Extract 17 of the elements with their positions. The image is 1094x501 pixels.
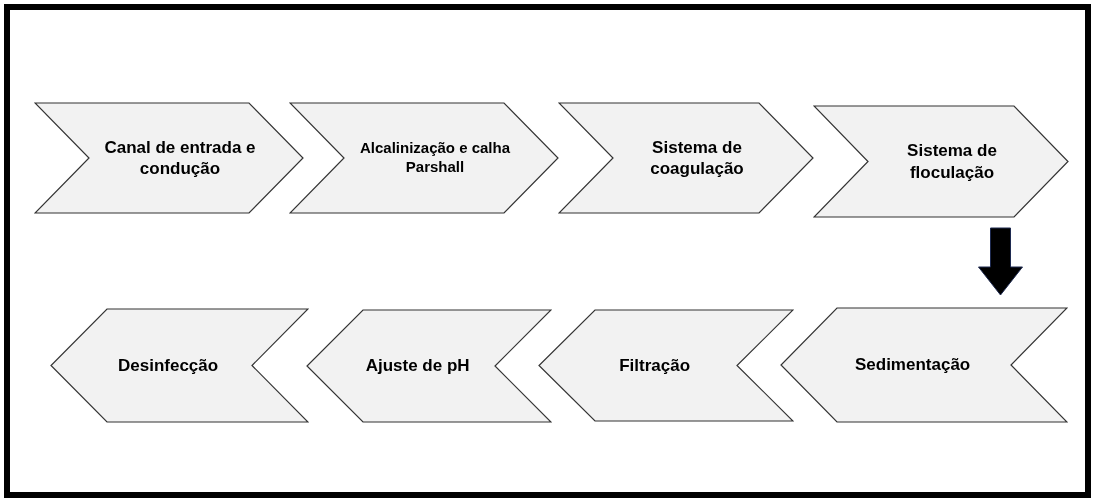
- step-label: Ajuste de pH: [365, 355, 470, 377]
- arrow: [978, 227, 1023, 296]
- chevron-step: [34, 102, 304, 214]
- chevron-step: [780, 307, 1068, 423]
- chevron-step: [306, 309, 552, 423]
- chevron-step: [538, 309, 794, 422]
- step-label: Alcalinização e calha Parshall: [358, 139, 512, 177]
- step-label: Filtração: [619, 354, 690, 377]
- chevron-step: [558, 102, 814, 214]
- chevron-step: [289, 102, 559, 214]
- step-label: Sedimentação: [854, 354, 971, 376]
- chevron-step: [813, 105, 1069, 218]
- chevron-step: [50, 308, 309, 423]
- step-label: Desinfecção: [118, 354, 219, 377]
- step-label: Sistema de coagulação: [649, 136, 745, 180]
- step-label: Sistema de floculação: [906, 140, 998, 183]
- step-label: Canal de entrada e condução: [103, 136, 257, 180]
